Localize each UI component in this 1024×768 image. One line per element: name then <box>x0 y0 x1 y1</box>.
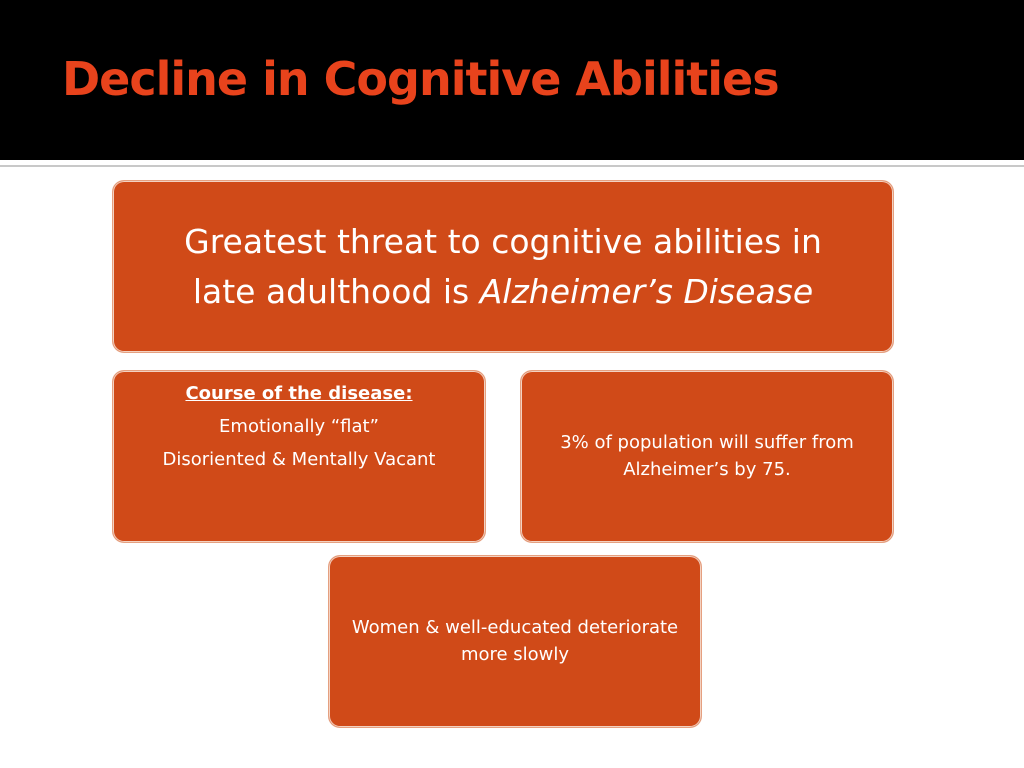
title-divider <box>0 165 1024 167</box>
course-heading: Course of the disease: <box>185 383 413 404</box>
women-educated-text: Women & well-educated deteriorate more s… <box>351 617 679 665</box>
women-educated-box: Women & well-educated deteriorate more s… <box>328 555 702 728</box>
alzheimers-disease-emphasis: Alzheimer’s Disease <box>479 271 814 311</box>
main-threat-box: Greatest threat to cognitive abilities i… <box>112 180 894 353</box>
title-bar: Decline in Cognitive Abilities <box>0 0 1024 160</box>
course-item-flat: Emotionally “flat” <box>219 416 379 437</box>
main-threat-line-2: late adulthood is Alzheimer’s Disease <box>193 267 813 317</box>
course-of-disease-box: Course of the disease: Emotionally “flat… <box>112 370 486 543</box>
main-threat-line-1: Greatest threat to cognitive abilities i… <box>184 222 822 261</box>
population-stat-text: 3% of population will suffer from Alzhei… <box>560 432 854 480</box>
main-threat-line-2-prefix: late adulthood is <box>192 271 480 311</box>
slide-title: Decline in Cognitive Abilities <box>62 52 780 106</box>
population-stat-box: 3% of population will suffer from Alzhei… <box>520 370 894 543</box>
course-item-disoriented: Disoriented & Mentally Vacant <box>162 449 436 470</box>
